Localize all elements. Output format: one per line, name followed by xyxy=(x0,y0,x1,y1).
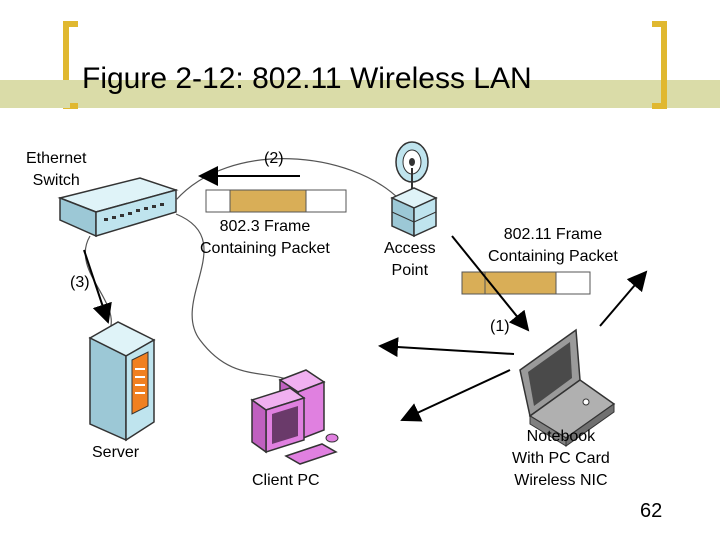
notebook-label-line2: With PC Card xyxy=(512,450,610,467)
frame-8023-label-line1: 802.3 Frame xyxy=(219,218,311,235)
client-pc-icon xyxy=(250,369,339,465)
access-point-label-line1: Access xyxy=(384,240,436,257)
arrow-step-1 xyxy=(378,337,515,358)
notebook-label-line1: Notebook xyxy=(526,428,596,445)
ethernet-switch-label-line1: Ethernet xyxy=(26,150,87,167)
frame-80211-label-line2: Containing Packet xyxy=(488,248,618,265)
frame-8023-label-line2: Containing Packet xyxy=(200,240,330,257)
arrow-step-3 xyxy=(83,249,112,324)
frame-80211-label-line1: 802.11 Frame xyxy=(503,226,603,243)
frame-80211-label: 802.11 Frame Containing Packet xyxy=(488,224,618,268)
notebook-icon xyxy=(519,328,616,447)
frame-8023-label: 802.3 Frame Containing Packet xyxy=(200,216,330,260)
slide-title: Figure 2-12: 802.11 Wireless LAN xyxy=(82,62,532,95)
notebook-label: Notebook With PC Card Wireless NIC xyxy=(512,426,610,492)
right-bracket xyxy=(652,21,667,109)
access-point-label-line2: Point xyxy=(391,262,429,279)
step-1-label: (1) xyxy=(490,318,510,335)
ethernet-switch-icon xyxy=(57,177,179,238)
server-label: Server xyxy=(92,444,140,461)
left-bracket xyxy=(63,21,78,109)
frame-80211-packet xyxy=(461,271,591,295)
arrow-notebook-down xyxy=(400,369,511,422)
step-3-label: (3) xyxy=(70,274,90,291)
notebook-label-line3: Wireless NIC xyxy=(514,472,608,489)
ethernet-switch-label-line2: Switch xyxy=(32,172,80,189)
arrow-notebook-to-ap xyxy=(599,270,648,327)
access-point-icon xyxy=(390,141,438,238)
access-point-label: Access Point xyxy=(384,238,436,282)
cable-switch-clientpc xyxy=(175,213,291,381)
arrow-ap-to-notebook xyxy=(451,235,530,332)
title-bar xyxy=(0,80,720,108)
client-pc-label: Client PC xyxy=(252,472,320,489)
page-number: 62 xyxy=(640,500,663,522)
server-icon xyxy=(88,321,156,442)
frame-8023-packet xyxy=(205,189,347,213)
ethernet-switch-label: Ethernet Switch xyxy=(26,148,86,192)
step-2-label: (2) xyxy=(264,150,284,167)
